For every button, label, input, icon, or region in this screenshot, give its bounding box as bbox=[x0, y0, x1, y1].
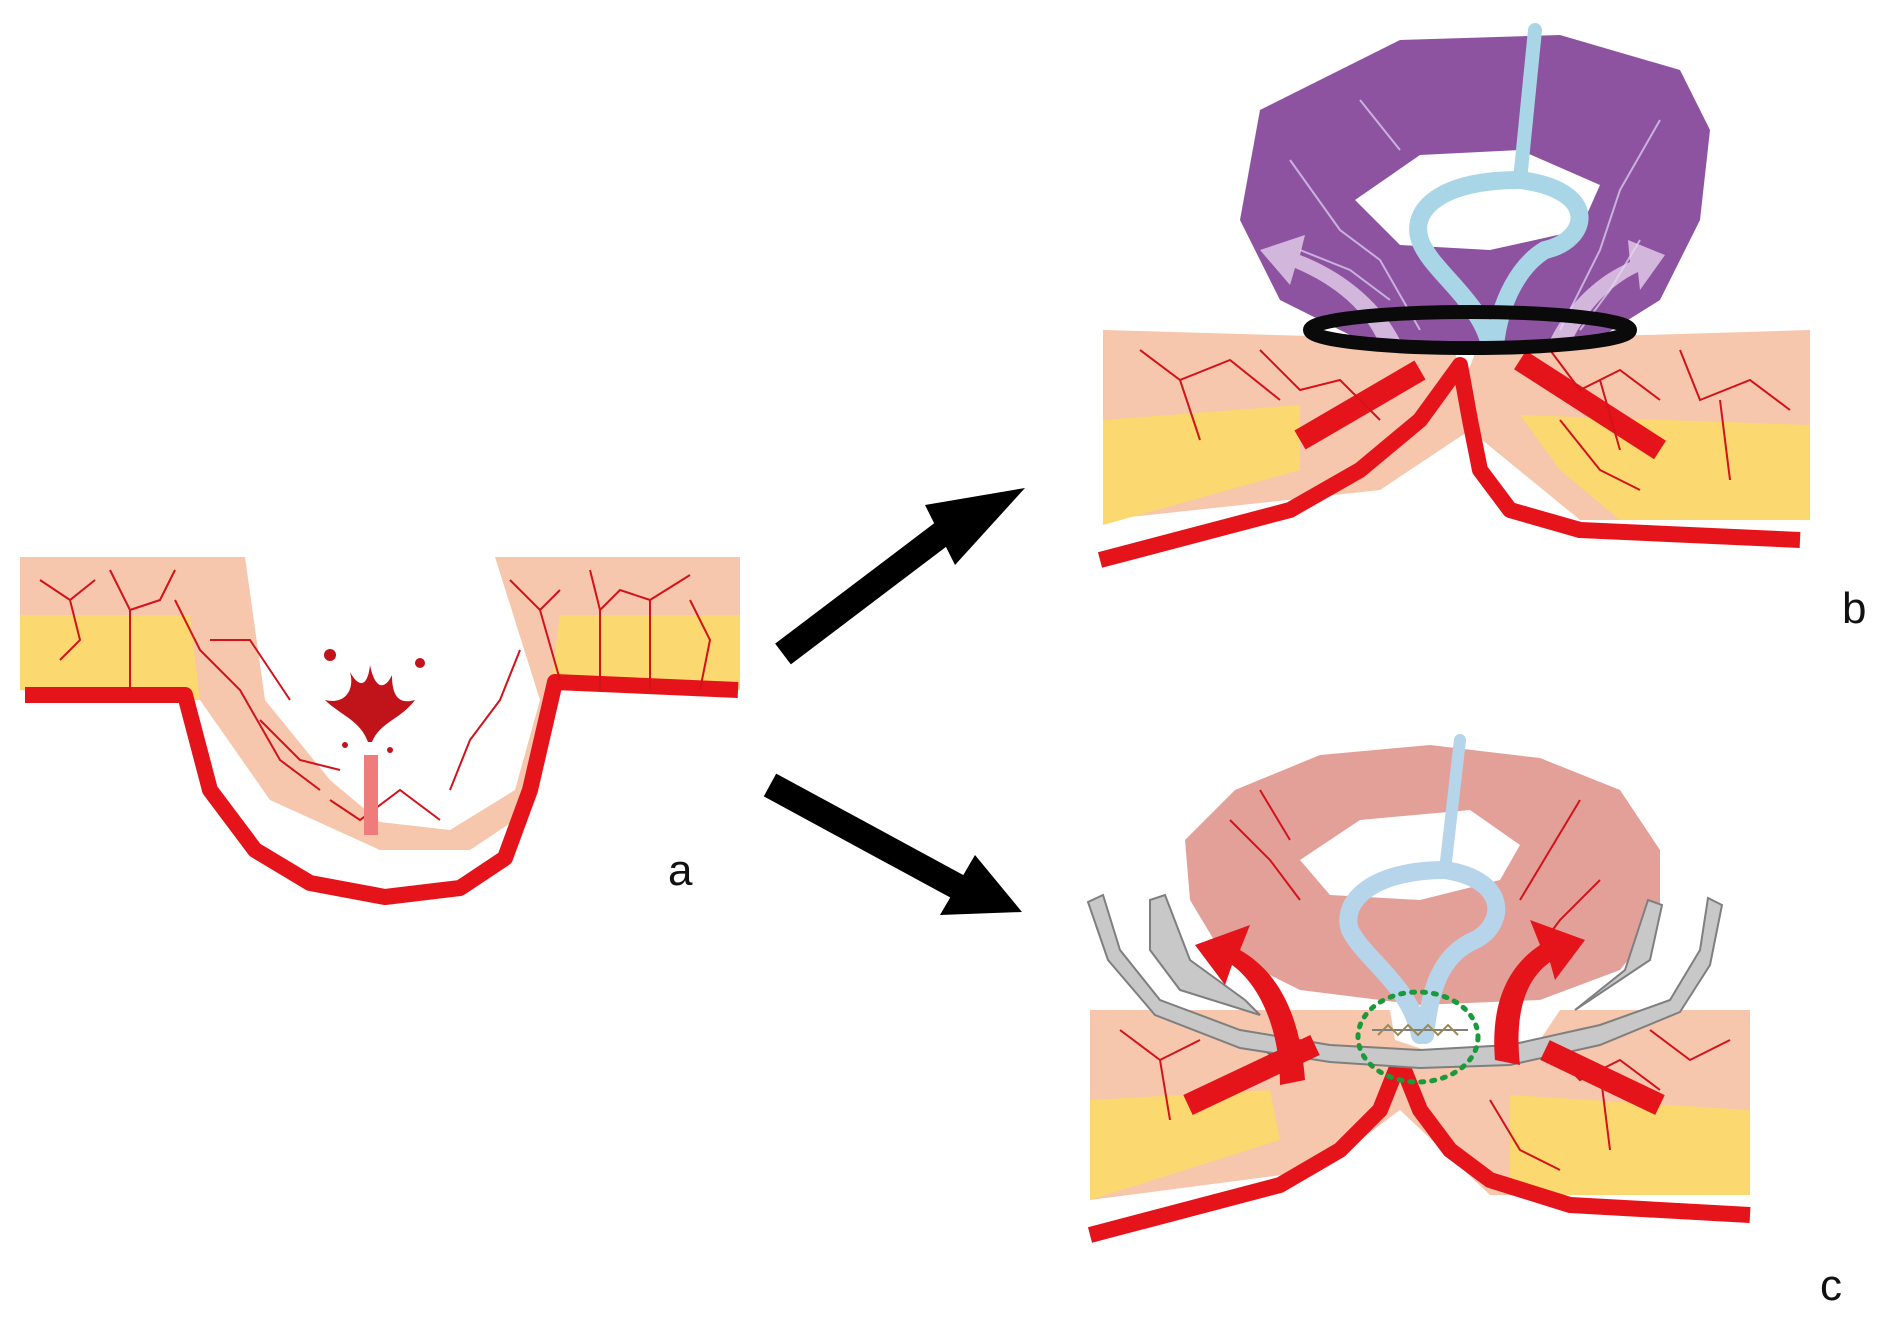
panel-b-vessel-branch-right bbox=[1514, 350, 1666, 460]
arrow-to-c bbox=[763, 773, 1022, 915]
panel-c: c bbox=[1086, 734, 1842, 1310]
panel-c-vessel-branch-left bbox=[1183, 1035, 1320, 1115]
panel-label-b: b bbox=[1842, 584, 1866, 633]
panel-a-deep-vessel bbox=[25, 674, 739, 905]
panel-c-vessel-branch-right bbox=[1540, 1040, 1665, 1115]
panel-a-capillaries bbox=[39, 569, 712, 822]
blood-splash bbox=[324, 649, 425, 753]
panel-c-deep-vessel bbox=[1087, 1052, 1751, 1243]
panel-c-flow-arrow-right bbox=[1494, 920, 1585, 1065]
arrow-to-b bbox=[775, 488, 1025, 665]
panel-a: a bbox=[20, 557, 740, 905]
panel-b-deep-vessel-left bbox=[1097, 357, 1801, 568]
constriction-ring bbox=[1303, 305, 1637, 355]
panel-c-fat-layer bbox=[1090, 1090, 1750, 1200]
panel-c-flow-arrow-left bbox=[1195, 925, 1305, 1085]
suture-site bbox=[1355, 989, 1481, 1085]
panel-b-vessel-branch-left bbox=[1294, 360, 1426, 450]
panel-b: b bbox=[1097, 23, 1866, 633]
panel-label-c: c bbox=[1820, 1261, 1842, 1310]
bleeding-vessel bbox=[364, 755, 378, 835]
panel-b-capillaries bbox=[1139, 349, 1791, 491]
panel-label-a: a bbox=[668, 846, 693, 895]
